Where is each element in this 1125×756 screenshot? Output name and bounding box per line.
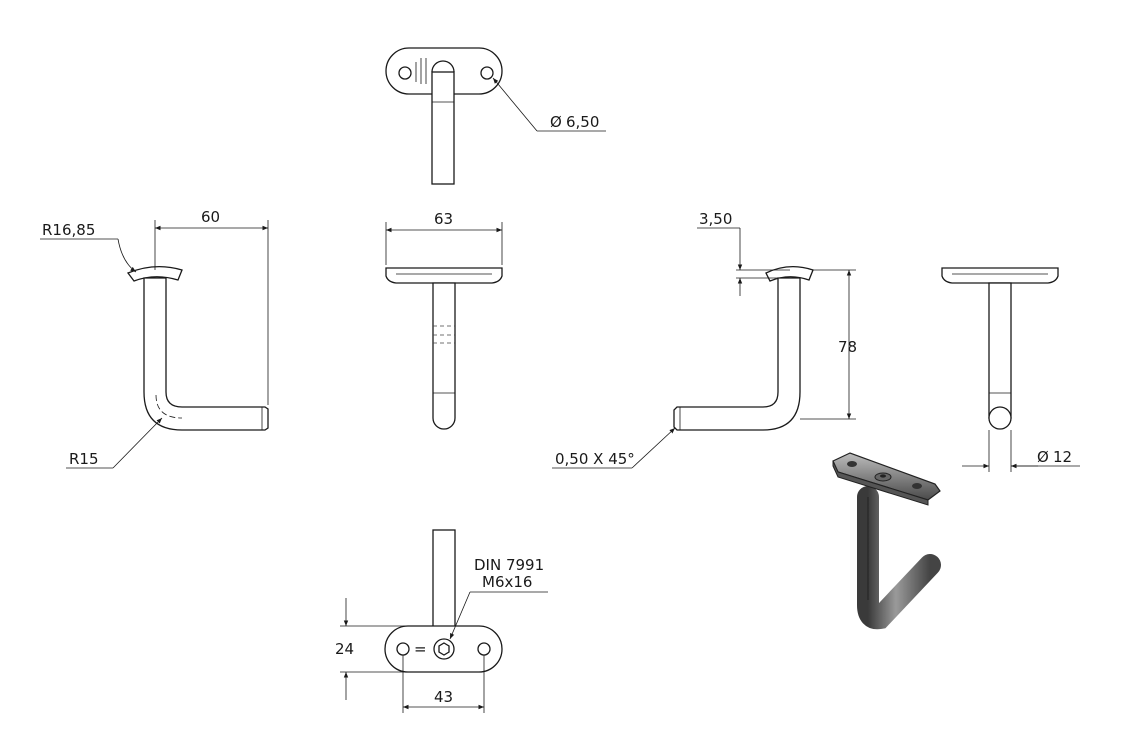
isometric-view [832,452,941,630]
height-label: 78 [838,338,857,356]
left-view-saddle [126,266,183,282]
front-view-plate [385,267,503,284]
left-view-bent-rod [143,277,269,431]
side-view: Ø 12 [941,267,1080,472]
top-view-hatch [415,58,427,84]
rod-diameter-symbol: Ø [1037,448,1049,466]
hole-leader [492,77,538,132]
side-view-rod [988,282,1012,419]
bend-radius-label: R15 [69,450,99,468]
top-view-hole-left [398,66,412,80]
saddle-depth-label: 3,50 [699,210,732,228]
front-view: 63 [385,210,503,430]
top-view: Ø 6,50 [385,47,606,185]
top-view-rod-top [431,60,455,73]
centerline-mark: = [414,640,427,658]
side-view-rod-end [988,406,1012,430]
right-view-bent-rod [673,277,801,431]
arm-length-label: 60 [201,208,220,226]
side-view-plate [941,267,1059,284]
saddle-radius-label: R16,85 [42,221,95,239]
top-view-hole-right [480,66,494,80]
screw-standard-label: DIN 7991 [474,556,544,574]
right-view: 3,50 78 0,50 X 45° [552,210,857,469]
plate-width-label: 63 [434,210,453,228]
top-view-rod [431,71,455,185]
hole-diameter-label: 6,50 [566,113,599,131]
screw-size-label: M6x16 [482,573,532,591]
rod-diameter-label: 12 [1053,448,1072,466]
bottom-view-plate [384,625,503,673]
chamfer-label: 0,50 X 45° [555,450,635,468]
hole-spacing-label: 43 [434,688,453,706]
left-view: 60 R16,85 R15 [40,208,269,469]
plate-height-label: 24 [335,640,354,658]
front-view-rod [432,282,456,430]
countersunk-screw [433,638,455,660]
isometric-rod [857,486,941,630]
hole-diameter-symbol: Ø [550,113,562,131]
bottom-view: = DIN 7991 M6x16 24 43 [335,529,548,713]
